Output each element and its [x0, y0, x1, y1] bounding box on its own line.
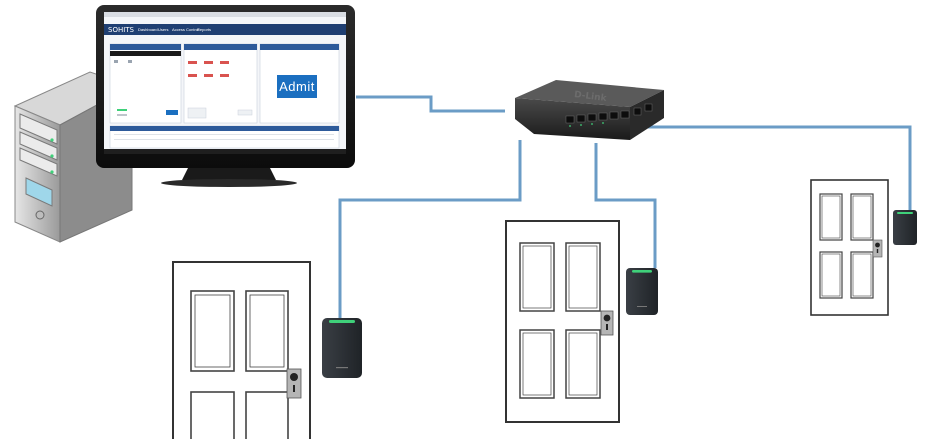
door-handle-icon[interactable]	[872, 239, 883, 258]
monitor-screen: SOHITS Dashboard Users Access Control Re…	[104, 12, 346, 154]
cable-monitor-to-switch	[356, 95, 505, 113]
card-reader-icon[interactable]	[322, 318, 362, 378]
panel-activity-log	[109, 125, 340, 149]
door-handle-icon[interactable]	[286, 368, 302, 399]
network-cables	[338, 95, 912, 318]
panel-admit: Admit	[259, 43, 340, 124]
nav-item-access-control[interactable]: Access Control	[172, 27, 199, 32]
admit-button[interactable]: Admit	[277, 75, 317, 98]
card-reader-icon[interactable]	[893, 210, 917, 245]
cable-switch-to-door-2	[594, 143, 657, 268]
switch-ports[interactable]	[565, 103, 653, 124]
drive-bays	[19, 113, 58, 177]
panel-doors	[183, 43, 258, 124]
nav-item-users[interactable]: Users	[158, 27, 168, 32]
door-icon	[505, 220, 620, 423]
door-icon	[172, 261, 311, 439]
switch-brand-label: D-Link	[573, 90, 608, 104]
nav-item-reports[interactable]: Reports	[197, 27, 211, 32]
door-handle-icon[interactable]	[600, 310, 614, 336]
door-icon	[810, 179, 889, 316]
network-switch-icon: D-Link	[515, 80, 664, 140]
card-reader-icon[interactable]	[626, 268, 658, 315]
monitor-icon: SOHITS Dashboard Users Access Control Re…	[96, 5, 355, 187]
nav-item-dashboard[interactable]: Dashboard	[138, 27, 158, 32]
cable-switch-to-door-1	[338, 140, 522, 318]
cable-switch-to-door-3	[648, 125, 912, 210]
panel-people	[109, 43, 182, 124]
admit-button-label: Admit	[279, 79, 315, 94]
app-logo: SOHITS	[108, 26, 135, 34]
